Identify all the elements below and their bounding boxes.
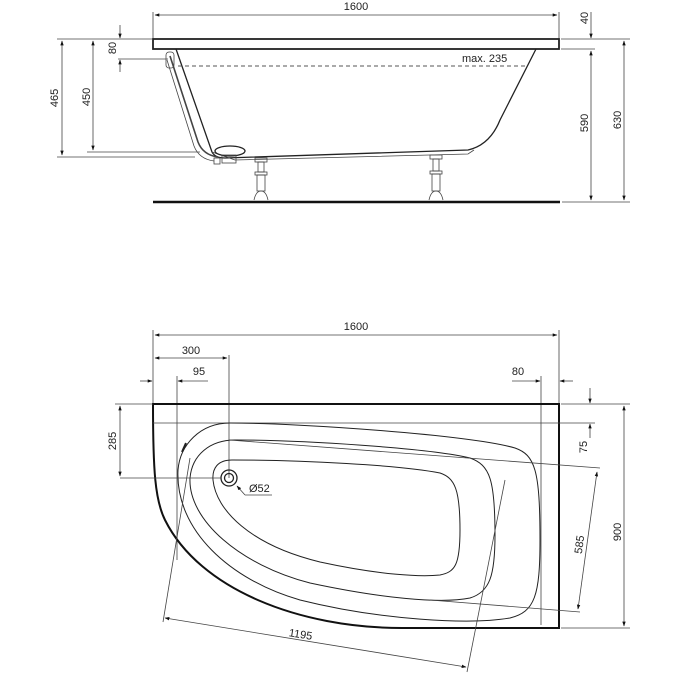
drain-diameter-label: Ø52 <box>249 483 270 495</box>
leg-left <box>253 157 269 201</box>
height-450-label: 450 <box>81 88 93 106</box>
side-view: 1600 max. 235 <box>49 1 630 204</box>
plan-length-label: 1600 <box>344 321 368 333</box>
drain-offset-x-label: 300 <box>182 345 200 357</box>
right-rim-label: 80 <box>512 366 524 378</box>
height-465-label: 465 <box>49 89 61 107</box>
rim-thickness-label: 40 <box>579 12 591 24</box>
plan-view: 1600 300 95 80 Ø52 285 <box>107 321 630 673</box>
inner-width-label: 585 <box>573 535 587 555</box>
diagonal-length-label: 1195 <box>288 627 313 643</box>
height-590-label: 590 <box>579 114 591 132</box>
overflow-offset-label: 80 <box>107 42 119 54</box>
overall-width-label: 900 <box>612 523 624 541</box>
left-rim-label: 95 <box>193 366 205 378</box>
side-length-label: 1600 <box>344 1 368 13</box>
drain-offset-y-label: 285 <box>107 432 119 450</box>
height-630-label: 630 <box>612 111 624 129</box>
leg-right <box>428 154 444 201</box>
back-rim-label: 75 <box>578 441 590 453</box>
max-water-level-label: max. 235 <box>462 53 507 65</box>
